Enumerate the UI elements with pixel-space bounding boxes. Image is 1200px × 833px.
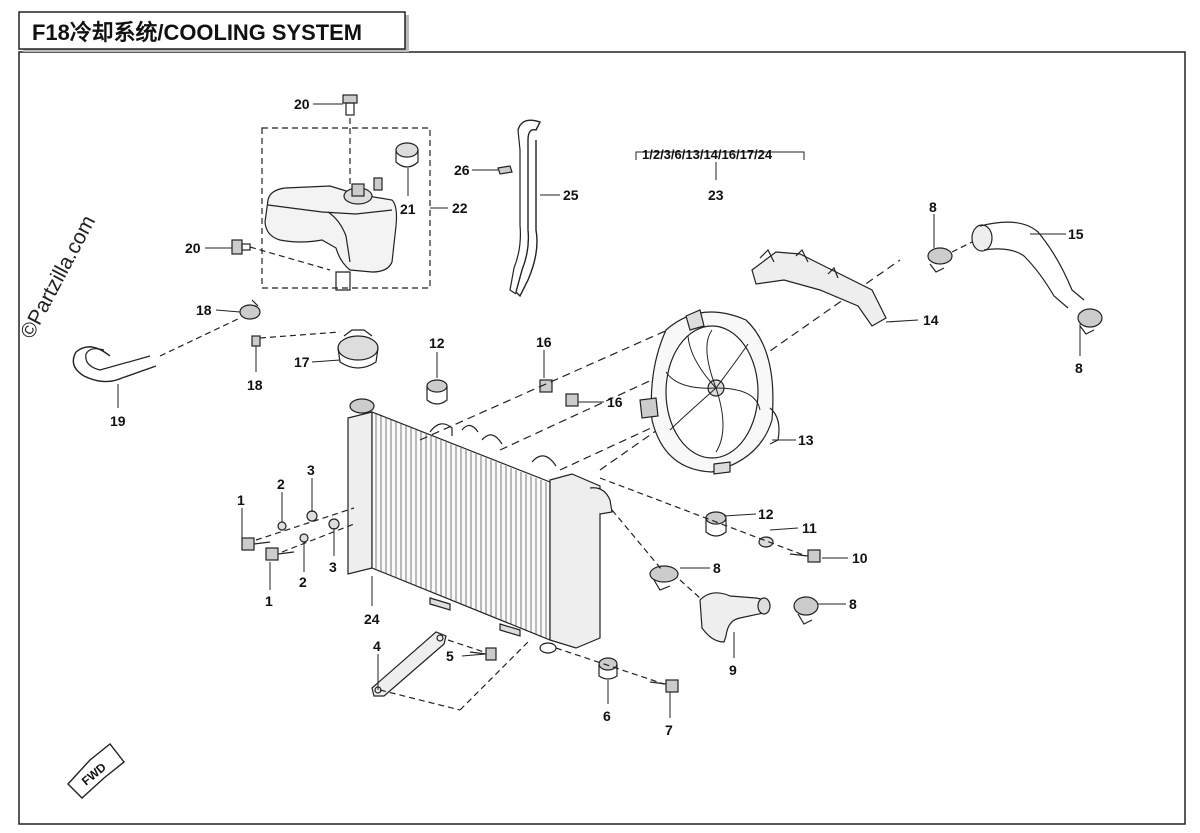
callout-labels: 20 20 21 22 26 25 1/2/3/6/13/14/16/17/24… — [110, 96, 1084, 738]
callout-18-top: 18 — [196, 302, 212, 318]
grommet-12-top — [426, 379, 448, 405]
callout-8-top: 8 — [929, 199, 937, 215]
cooling-fan — [639, 309, 780, 475]
fan-bracket — [751, 248, 887, 327]
washer-2-lower — [299, 533, 309, 543]
callout-21: 21 — [400, 201, 416, 217]
stay-bracket-4 — [371, 631, 447, 697]
hose-clamp-18-top — [239, 299, 261, 320]
callout-20-left: 20 — [185, 240, 201, 256]
callout-11: 11 — [802, 520, 817, 536]
callout-22: 22 — [452, 200, 468, 216]
watermark: ©Partzilla.com — [16, 212, 100, 343]
callout-12-top: 12 — [429, 335, 445, 351]
callout-12-lower: 12 — [758, 506, 774, 522]
callout-8-lower: 8 — [849, 596, 857, 612]
hose-clamp-8-mid — [649, 565, 679, 591]
callout-2-upper: 2 — [277, 476, 285, 492]
callout-19: 19 — [110, 413, 126, 429]
callout-23-group: 1/2/3/6/13/14/16/17/24 — [642, 147, 773, 162]
callout-24: 24 — [364, 611, 380, 627]
hose-clamp-8-top — [927, 247, 953, 273]
callout-1-upper: 1 — [237, 492, 245, 508]
clip-16-b — [565, 393, 579, 407]
radiator-cap — [337, 329, 379, 369]
hose-clamp-8-right — [1077, 308, 1103, 335]
callout-16-top: 16 — [536, 334, 552, 350]
upper-hose-15 — [971, 221, 1085, 309]
callout-9: 9 — [729, 662, 737, 678]
bolt-7 — [649, 679, 679, 693]
callout-3-lower: 3 — [329, 559, 337, 575]
diagram-frame — [18, 51, 1186, 825]
callout-5: 5 — [446, 648, 454, 664]
callout-17: 17 — [294, 354, 310, 370]
callout-18-bottom: 18 — [247, 377, 263, 393]
callout-3-upper: 3 — [307, 462, 315, 478]
washer-3-upper — [306, 510, 318, 522]
reservoir-group-box — [261, 127, 431, 289]
lower-hose-19 — [72, 317, 241, 383]
parts-artwork — [67, 94, 1103, 799]
callout-8-right: 8 — [1075, 360, 1083, 376]
washer-3-lower — [328, 518, 340, 530]
callout-20-top: 20 — [294, 96, 310, 112]
callout-7: 7 — [665, 722, 673, 738]
bolt-1-lower — [265, 547, 295, 561]
hose-clip-26 — [497, 165, 513, 175]
callout-26: 26 — [454, 162, 470, 178]
title-tab — [18, 11, 406, 50]
page-title: F18冷却系统/COOLING SYSTEM — [32, 20, 362, 45]
bolt-1-upper — [241, 537, 271, 551]
washer-2-upper — [277, 521, 287, 531]
radiator — [347, 398, 613, 654]
hose-clamp-18-bottom — [251, 335, 261, 347]
callout-13: 13 — [798, 432, 814, 448]
bolt-20-top — [342, 94, 358, 116]
reservoir-cap — [395, 142, 419, 168]
callout-10: 10 — [852, 550, 868, 566]
callout-2-lower: 2 — [299, 574, 307, 590]
grommet-6 — [598, 657, 618, 680]
bolt-10 — [789, 549, 821, 563]
hose-clamp-8-lower — [793, 596, 819, 625]
lower-hose-9 — [699, 592, 771, 643]
callout-25: 25 — [563, 187, 579, 203]
coolant-reservoir — [264, 177, 398, 291]
callout-16-right: 16 — [607, 394, 623, 410]
callout-15: 15 — [1068, 226, 1084, 242]
callout-4: 4 — [373, 638, 381, 654]
callout-6: 6 — [603, 708, 611, 724]
clip-16-a — [539, 379, 553, 393]
callout-8-mid: 8 — [713, 560, 721, 576]
callout-14: 14 — [923, 312, 939, 328]
callout-23: 23 — [708, 187, 724, 203]
overflow-hose — [509, 119, 541, 298]
bolt-20-left — [231, 239, 251, 255]
callout-1-lower: 1 — [265, 593, 273, 609]
fwd-arrow — [67, 743, 125, 799]
